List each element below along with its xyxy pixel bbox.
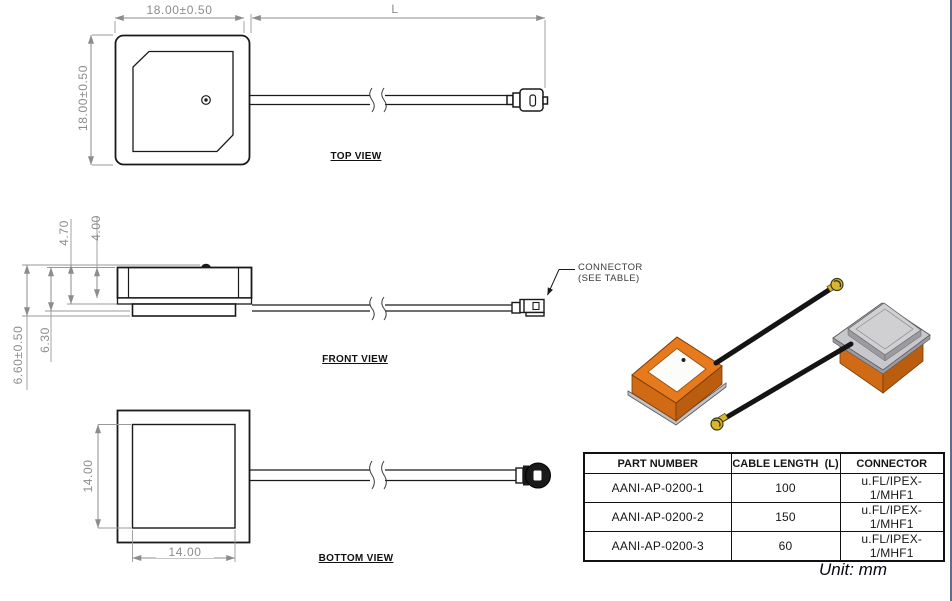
cable-break-marks: [369, 296, 387, 321]
front-view-dimensions: [24, 216, 100, 390]
parts-table: PART NUMBER CABLE LENGTH (L) CONNECTOR A…: [583, 452, 945, 562]
connector-cell: u.FL/IPEX-1/MHF1: [839, 502, 945, 532]
base-front: [131, 303, 237, 317]
table-header-row: PART NUMBER CABLE LENGTH (L) CONNECTOR: [583, 452, 945, 474]
front-view-drawing: [22, 216, 575, 390]
front-view-label: FRONT VIEW: [322, 354, 388, 365]
unit-note: Unit: mm: [819, 560, 887, 579]
feed-point-dot: [204, 98, 208, 102]
bottom-view-drawing: [95, 409, 551, 562]
bottom-view-dimensions: [95, 424, 236, 562]
ufl-connector-front-view: [511, 298, 545, 317]
solder-bump: [201, 263, 211, 267]
dim-top-width: 18.00±0.50: [146, 3, 213, 17]
dim-front-400: 4.00: [89, 215, 103, 241]
raised-plate-edge-right: [884, 329, 922, 362]
cable-length-cell: 100: [730, 473, 841, 503]
antenna-3d-bottom-view: [710, 302, 931, 431]
table-row: AANI-AP-0200-2 150 u.FL/IPEX-1/MHF1: [583, 502, 945, 532]
cable-3d: [713, 285, 835, 366]
connector-callout-line1: CONNECTOR: [578, 262, 643, 273]
plate-bevel-line: [855, 308, 914, 350]
dim-front-660: 6.60±0.50: [11, 325, 25, 385]
cable-top-view: [250, 94, 507, 106]
dim-bottom-width: 14.00: [156, 546, 214, 558]
patch-top-face: [647, 347, 707, 393]
cable-length-cell: 60: [730, 531, 841, 562]
table-row: AANI-AP-0200-3 60 u.FL/IPEX-1/MHF1: [583, 531, 945, 562]
connector-callout: CONNECTOR (SEE TABLE): [578, 262, 643, 284]
feed-dot-3d: [681, 358, 686, 362]
connector-cell: u.FL/IPEX-1/MHF1: [839, 531, 945, 562]
dim-cable-length: L: [391, 2, 399, 16]
top-view-drawing: [88, 14, 549, 166]
connector-leader-line: [547, 269, 575, 296]
bottom-view-label: BOTTOM VIEW: [318, 553, 394, 564]
base-flange-edge: [832, 334, 931, 375]
cable-break-marks: [369, 460, 387, 490]
ufl-connector-bottom-view: [515, 462, 551, 489]
ceramic-body-front: [116, 266, 253, 299]
dim-front-470: 4.70: [57, 220, 71, 246]
part-number-cell: AANI-AP-0200-2: [583, 502, 732, 532]
top-view-label: TOP VIEW: [330, 151, 382, 162]
part-number-cell: AANI-AP-0200-1: [583, 473, 732, 503]
ceramic-edge-lines: [127, 267, 240, 298]
feed-point: [201, 95, 211, 105]
flange-front: [116, 297, 253, 305]
antenna-3d-top-view: [627, 277, 844, 426]
dim-top-height: 18.00±0.50: [76, 65, 90, 131]
part-number-cell: AANI-AP-0200-3: [583, 531, 732, 562]
cable-bottom-view: [250, 469, 516, 482]
connector-callout-line2: (SEE TABLE): [578, 272, 640, 284]
connector-detail: [713, 419, 721, 427]
connector-detail: [833, 280, 842, 288]
col-header-cable-length: CABLE LENGTH (L): [730, 452, 841, 474]
dim-front-630: 6.30: [38, 327, 52, 353]
table-row: AANI-AP-0200-1 100 u.FL/IPEX-1/MHF1: [583, 473, 945, 503]
cable-length-cell: 150: [730, 502, 841, 532]
render-3d: [627, 277, 931, 431]
patch-outline: [132, 50, 234, 153]
ufl-connector-top-view: [506, 88, 549, 112]
top-view-dimensions: [88, 14, 546, 166]
col-header-connector: CONNECTOR: [839, 452, 945, 474]
dim-bottom-height: 14.00: [81, 459, 95, 493]
cable-3d: [719, 341, 854, 423]
base-plate-bottom: [131, 423, 236, 529]
front-extension-lines: [22, 264, 200, 317]
sheet-right-border: [950, 0, 952, 601]
connector-cell: u.FL/IPEX-1/MHF1: [839, 473, 945, 503]
cable-break-marks: [369, 87, 387, 113]
cable-front-view: [252, 304, 512, 312]
col-header-part-number: PART NUMBER: [583, 452, 732, 474]
